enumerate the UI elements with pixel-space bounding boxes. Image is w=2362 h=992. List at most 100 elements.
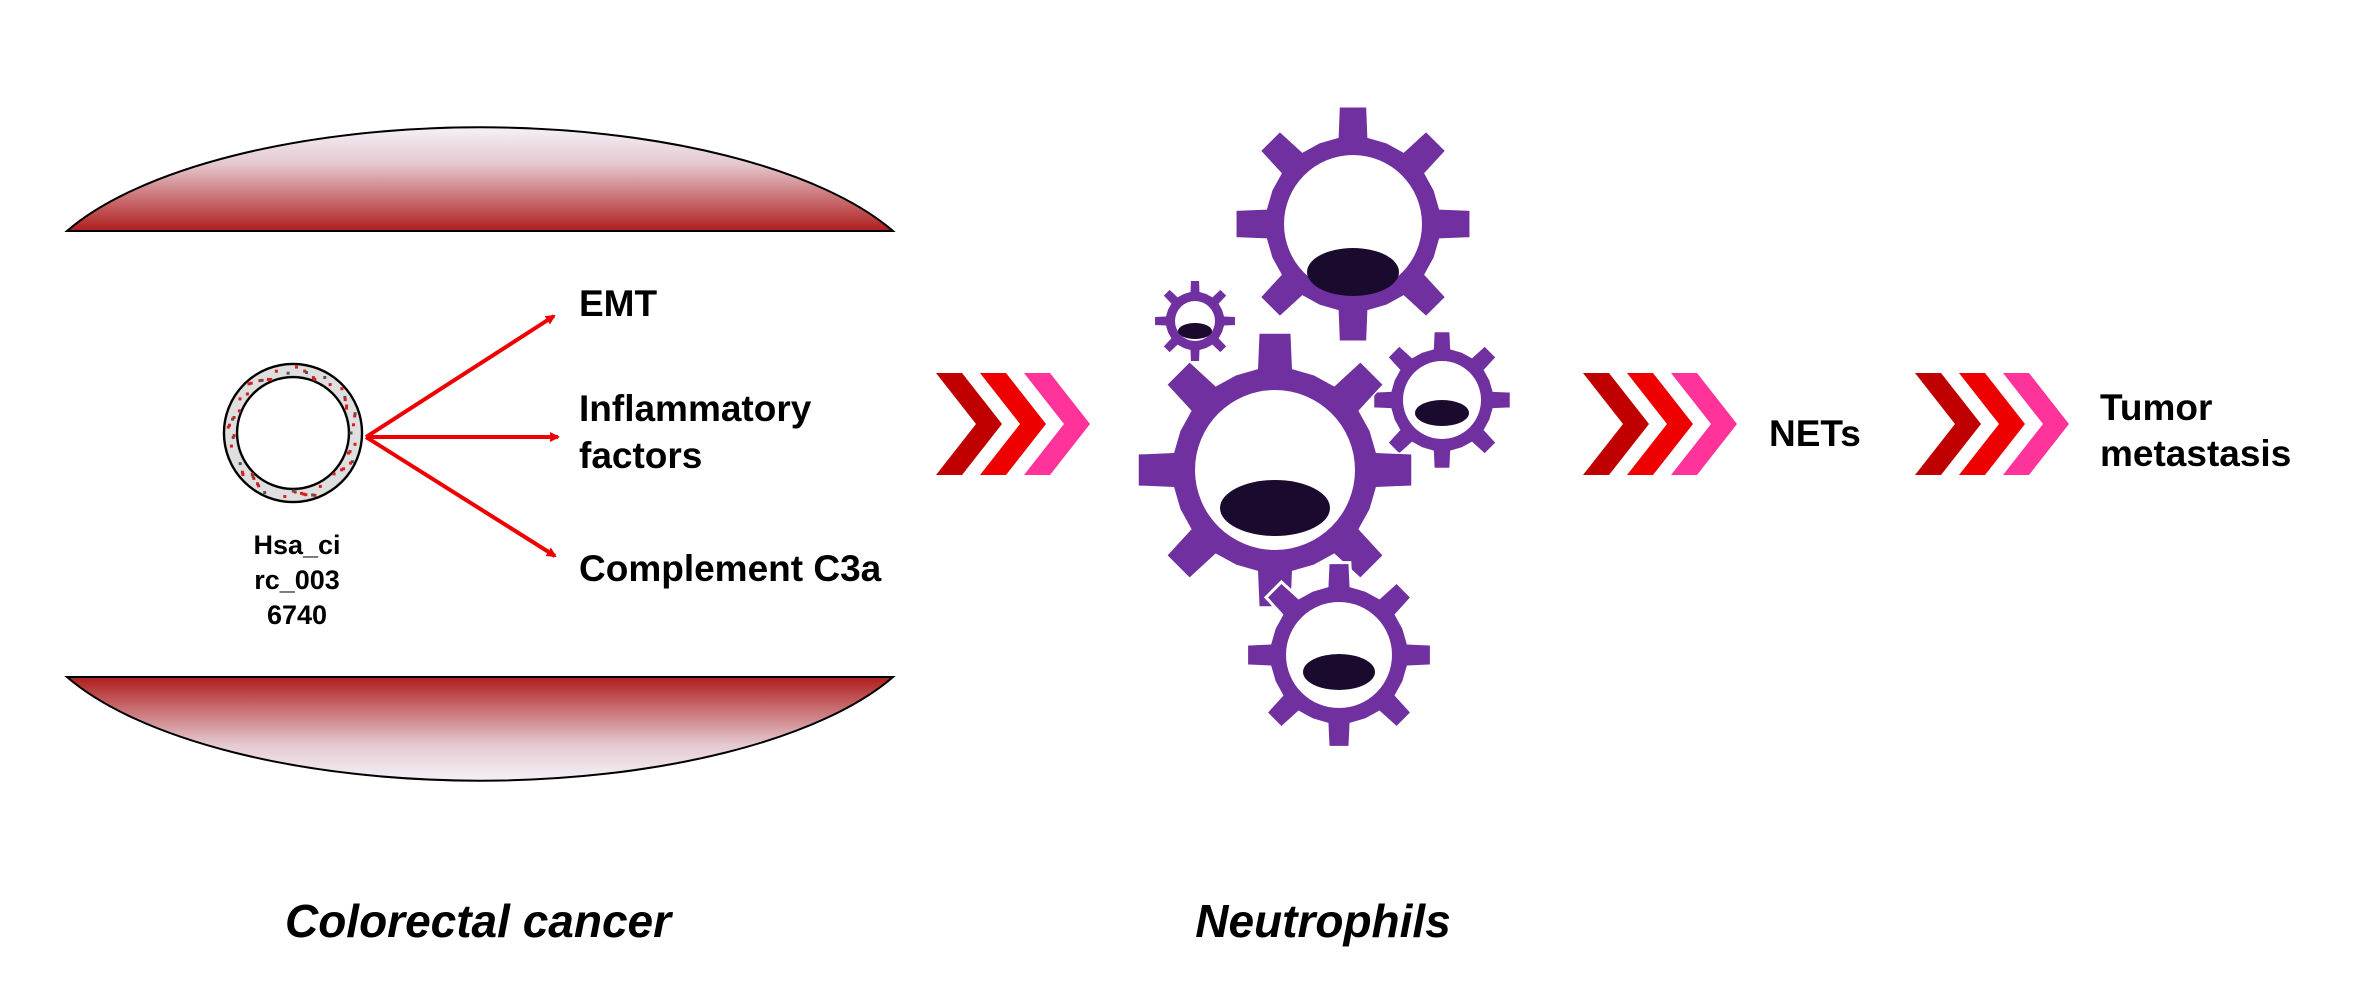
circrna-speckle — [256, 482, 259, 486]
circular-rna-icon — [222, 362, 364, 504]
tissue-top-half — [64, 126, 896, 232]
circrna-speckle — [313, 493, 317, 497]
circrna-speckle — [274, 369, 278, 373]
circrna-speckle — [311, 376, 315, 380]
circrna-speckle — [241, 473, 245, 476]
circrna-label-line1: Hsa_ci — [253, 530, 340, 560]
triple-chevron-icon — [1915, 373, 2069, 475]
circrna-speckle — [311, 493, 315, 497]
circrna-speckle — [345, 406, 348, 410]
circrna-speckle — [303, 369, 307, 373]
caption-neutrophils: Neutrophils — [1195, 895, 1451, 947]
circrna-speckle — [245, 392, 249, 396]
circrna-speckle — [302, 492, 306, 496]
circrna-speckle — [238, 462, 242, 466]
circrna-speckle — [231, 417, 235, 421]
chevron — [980, 373, 1046, 475]
circrna-speckle — [318, 484, 322, 488]
circrna-speckle — [304, 493, 308, 497]
gear-cell-icon — [1235, 106, 1471, 342]
circrna-speckle — [269, 378, 273, 381]
circrna-speckle — [340, 387, 344, 391]
circrna-speckle — [340, 468, 344, 472]
circrna-speckle — [293, 490, 297, 494]
chevron — [1627, 373, 1693, 475]
nucleus — [1303, 654, 1375, 690]
triple-chevron-icon — [1583, 373, 1737, 475]
gear-cell-icon — [1372, 330, 1512, 470]
nucleus — [1415, 400, 1469, 426]
circrna-speckle — [352, 423, 355, 427]
circrna-speckle — [291, 489, 295, 493]
circrna-speckle — [237, 409, 241, 413]
emt-label: EMT — [579, 283, 658, 324]
circrna-speckle — [238, 397, 242, 401]
chevron — [1915, 373, 1981, 475]
circrna-speckle — [343, 398, 347, 402]
circrna-speckle — [349, 431, 353, 435]
triple-chevron-icon — [936, 373, 1090, 475]
complement-label: Complement C3a — [579, 548, 882, 589]
gear-cell-icon — [1153, 279, 1237, 363]
circrna-speckle — [249, 381, 253, 385]
circrna-speckle — [251, 474, 255, 478]
chevron — [936, 373, 1002, 475]
circrna-speckle — [345, 404, 349, 408]
tumor-metastasis-label-line1: Tumor — [2100, 387, 2212, 428]
circrna-speckle — [283, 495, 287, 498]
inflammatory-label-line2: factors — [579, 435, 702, 476]
circrna-speckle — [342, 467, 346, 471]
circrna-speckle — [228, 423, 231, 427]
chevron — [1583, 373, 1649, 475]
circrna-label-line3: 6740 — [267, 600, 327, 630]
circrna-speckle — [260, 378, 264, 382]
circrna-speckle — [232, 434, 236, 438]
tissue-bottom-half — [64, 676, 896, 782]
circrna-speckle — [231, 436, 235, 439]
circrna-speckle — [347, 451, 350, 455]
neutrophil-gear-cluster — [1137, 106, 1512, 749]
gear-cell-icon — [1137, 332, 1413, 608]
circrna-speckle — [332, 472, 336, 476]
nucleus — [1307, 248, 1399, 296]
circrna-speckle — [258, 379, 262, 383]
chevron — [1024, 373, 1090, 475]
effect-arrows — [364, 314, 560, 558]
circrna-speckle — [349, 461, 353, 465]
circrna-speckle — [257, 484, 261, 488]
circrna-speckle — [295, 365, 298, 369]
circrna-speckle — [226, 425, 230, 429]
circrna-speckle — [250, 472, 254, 476]
caption-colorectal-cancer: Colorectal cancer — [285, 895, 673, 947]
circrna-speckle — [286, 371, 290, 375]
circrna-speckle — [313, 377, 317, 381]
circrna-speckle — [252, 476, 256, 480]
tumor-metastasis-label-line2: metastasis — [2100, 433, 2291, 474]
circrna-speckle — [247, 382, 251, 386]
circrna-speckle — [353, 412, 357, 416]
circrna-speckle — [229, 444, 233, 448]
circrna-speckle — [343, 395, 347, 399]
circrna-speckle — [266, 377, 270, 381]
chevron — [1671, 373, 1737, 475]
nucleus — [1178, 323, 1212, 339]
circrna-speckle — [300, 491, 303, 495]
chevron — [1959, 373, 2025, 475]
nucleus — [1220, 480, 1330, 536]
arrow-to-emt — [364, 314, 556, 439]
arrow-to-complement — [364, 435, 557, 558]
circrna-speckle — [328, 383, 332, 387]
circrna-label-line2: rc_003 — [254, 565, 340, 595]
inflammatory-label-line1: Inflammatory — [579, 388, 812, 429]
circrna-speckle — [323, 376, 327, 379]
circrna-speckle — [350, 460, 354, 464]
circrna-speckle — [240, 470, 244, 474]
gear-cell-icon — [1245, 561, 1433, 749]
circrna-speckle — [353, 414, 357, 418]
circrna-speckle — [232, 416, 236, 419]
colorectal-tissue — [64, 126, 896, 782]
chevron — [2003, 373, 2069, 475]
circrna-speckle — [305, 371, 308, 374]
circrna-speckle — [353, 442, 357, 446]
